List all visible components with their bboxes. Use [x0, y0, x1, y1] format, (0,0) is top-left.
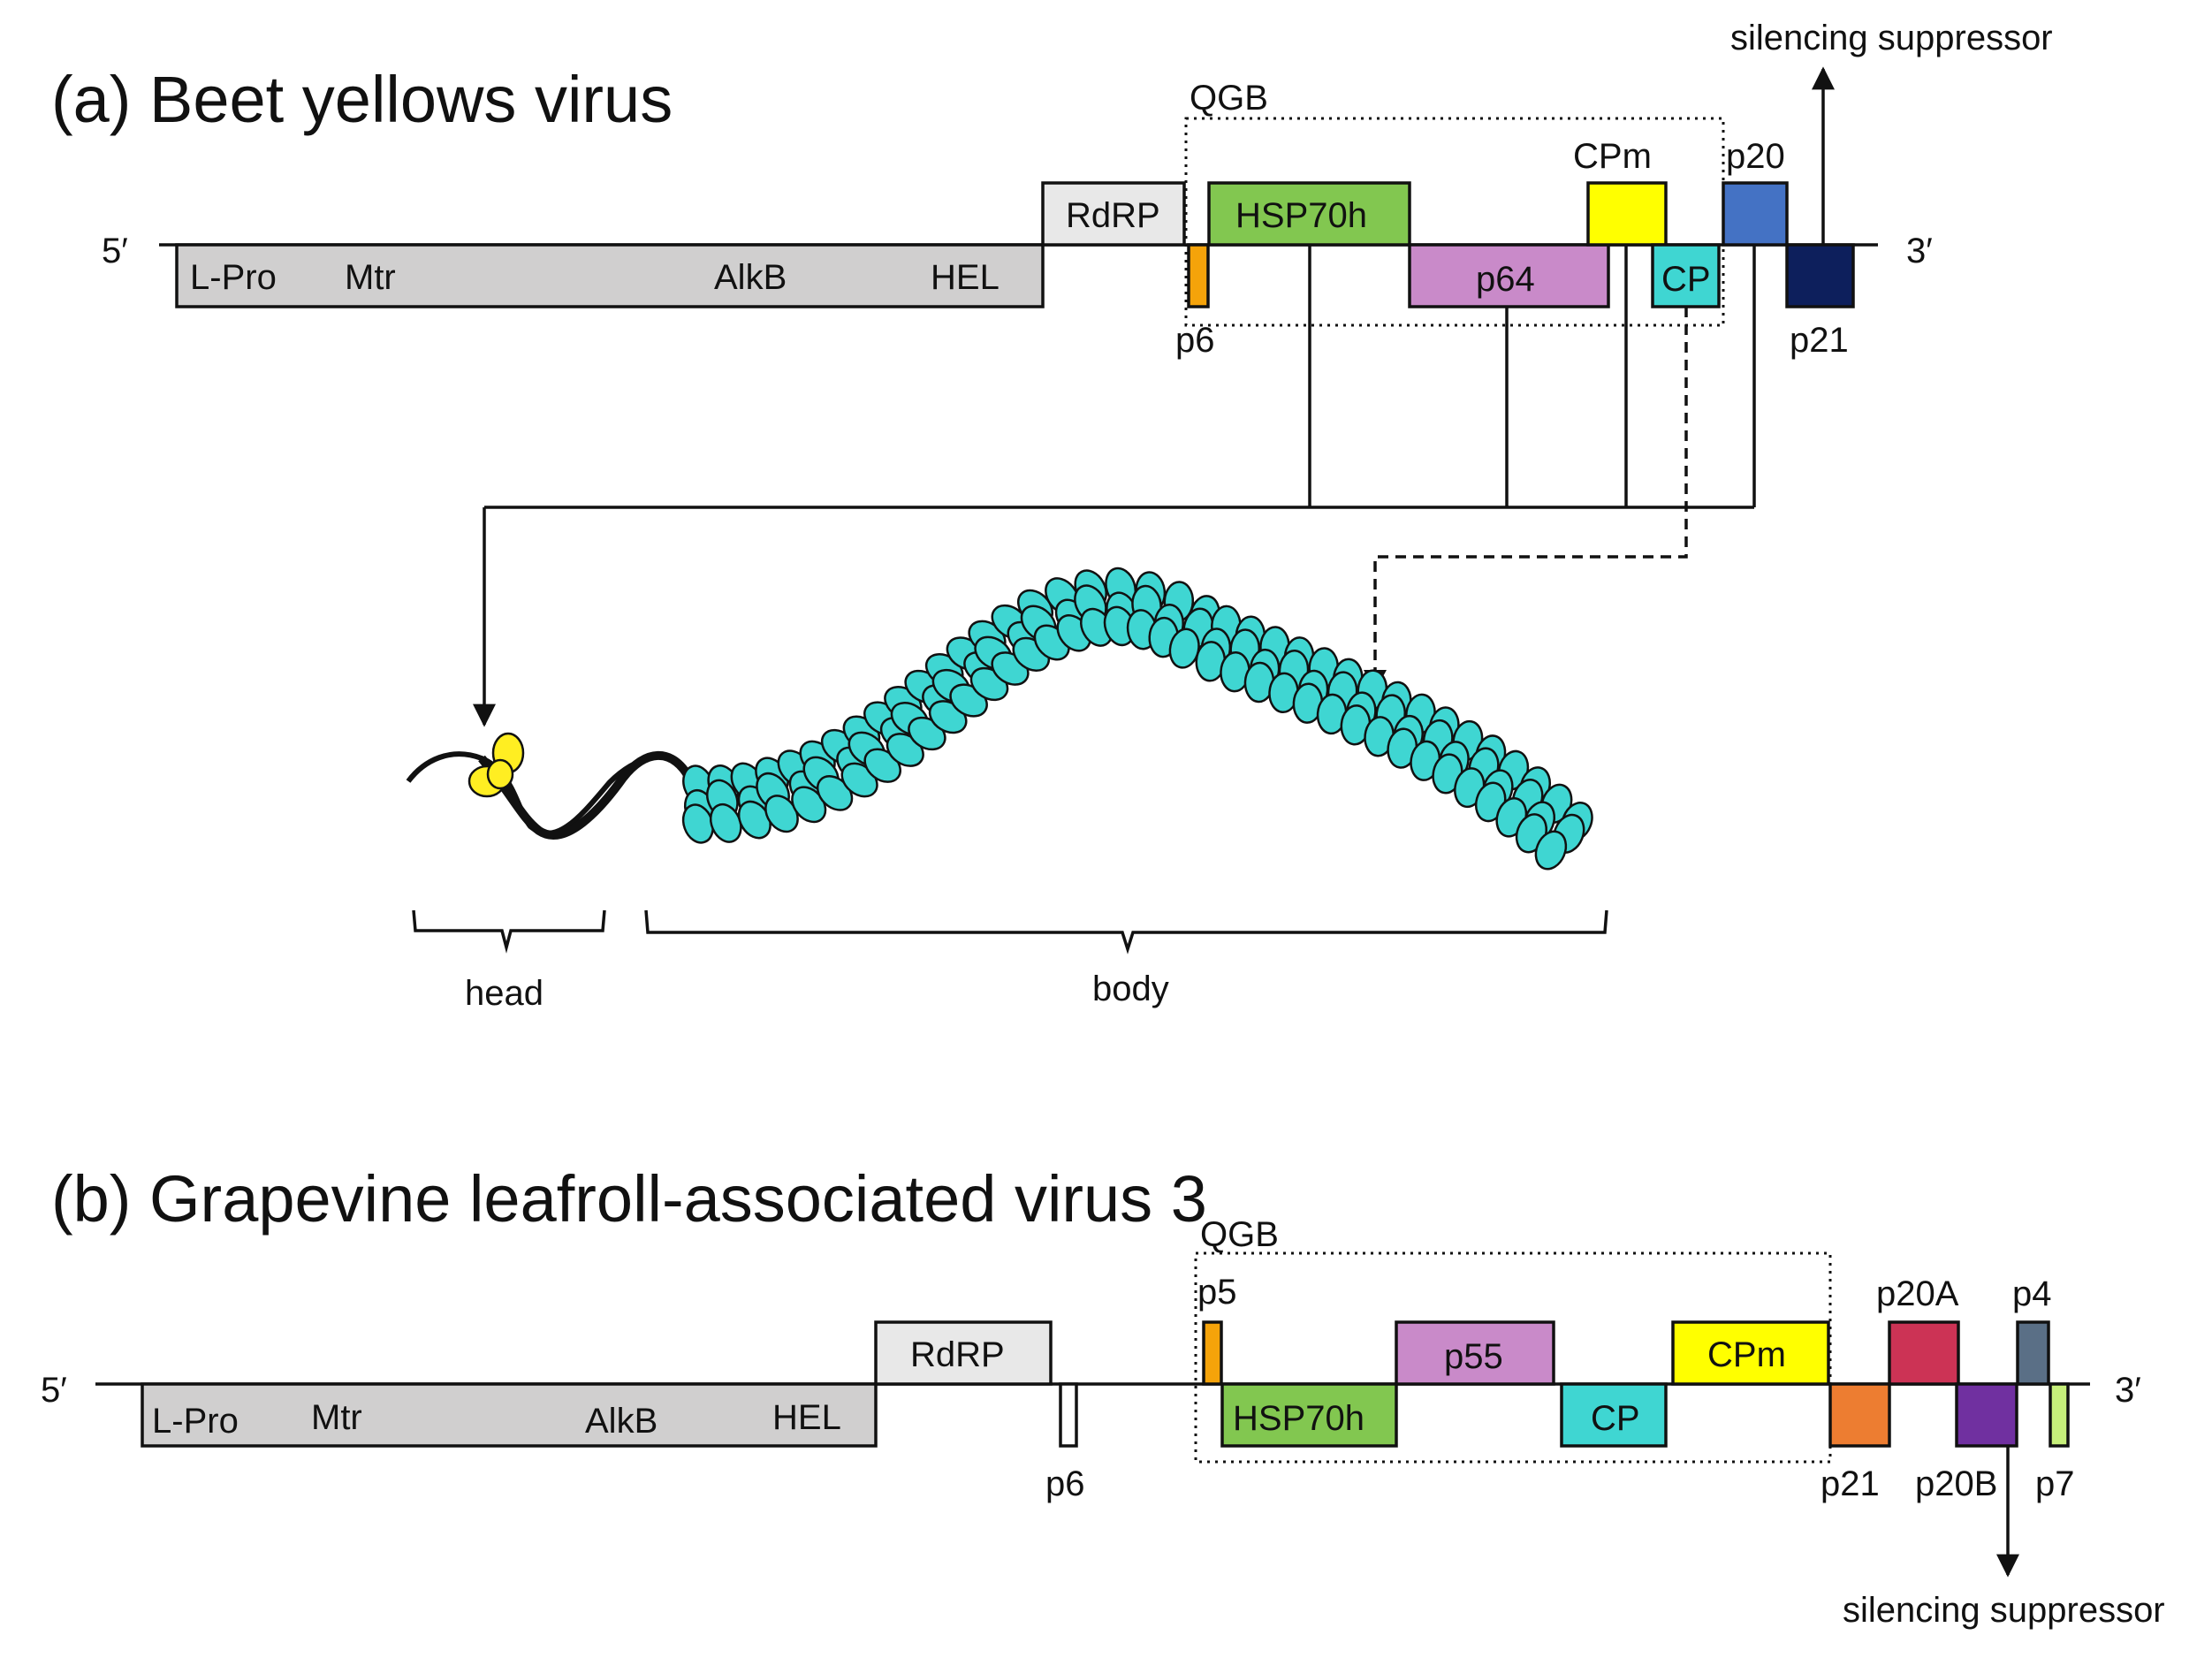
p5-label-b: p5 — [1197, 1273, 1237, 1312]
qgb-label-b: QGB — [1200, 1215, 1279, 1254]
cp-label-b: CP — [1591, 1399, 1640, 1438]
head-subunit — [486, 758, 514, 790]
p4-label-b: p4 — [2012, 1274, 2052, 1313]
p20a-box-b — [1888, 1320, 1960, 1386]
cpm-box-b — [1671, 1320, 1830, 1386]
three-prime-label-b: 3′ — [2115, 1371, 2141, 1410]
five-prime-label-a: 5′ — [102, 232, 128, 270]
polyprotein-box-a — [175, 243, 1045, 308]
hsp70h-label-b: HSP70h — [1233, 1399, 1364, 1438]
rdrp-box-a — [1041, 181, 1186, 247]
p55-box-b — [1395, 1320, 1555, 1386]
p20a-label-b: p20A — [1876, 1274, 1959, 1313]
virion-body — [681, 567, 1593, 871]
alkb-label-a: AlkB — [714, 258, 787, 297]
body-label: body — [1092, 970, 1169, 1008]
panel-a: (a) Beet yellows virus 5′ 3′ L-Pro Mtr A… — [51, 19, 2053, 1013]
mtr-label-b: Mtr — [311, 1398, 362, 1437]
rdrp-box-b — [874, 1320, 1053, 1386]
cp-label-a: CP — [1661, 260, 1711, 299]
p4-box-b — [2016, 1320, 2050, 1386]
virion-tail — [406, 751, 697, 836]
panel-b-title: (b) Grapevine leafroll-associated virus … — [51, 1162, 1207, 1236]
p5-box-b — [1202, 1320, 1223, 1386]
p6-label-b: p6 — [1045, 1464, 1085, 1503]
p7-label-b: p7 — [2035, 1464, 2075, 1503]
p6-box-a — [1187, 243, 1210, 308]
p55-label-b: p55 — [1444, 1337, 1503, 1376]
cpm-box-a — [1586, 181, 1668, 247]
cpm-label-a: CPm — [1573, 137, 1652, 176]
hsp70h-label-a: HSP70h — [1235, 196, 1367, 235]
panel-b: (b) Grapevine leafroll-associated virus … — [41, 1162, 2165, 1630]
hsp70h-box-b — [1220, 1382, 1398, 1448]
p6-label-a: p6 — [1175, 321, 1215, 360]
cp-box-b — [1560, 1382, 1668, 1448]
cpm-label-b: CPm — [1707, 1335, 1786, 1374]
polyprotein-box-b — [141, 1382, 878, 1448]
qgb-region-a — [1184, 117, 1725, 327]
p20b-label-b: p20B — [1915, 1464, 1997, 1503]
silencing-label-a: silencing suppressor — [1730, 19, 2053, 57]
qgb-label-a: QGB — [1190, 79, 1268, 118]
panel-a-title: (a) Beet yellows virus — [51, 63, 673, 136]
body-brace — [644, 909, 1608, 954]
lpro-label-b: L-Pro — [152, 1402, 239, 1441]
p7-box-b — [2049, 1382, 2070, 1448]
p64-box-a — [1408, 243, 1610, 308]
head-label: head — [465, 974, 543, 1013]
rdrp-label-a: RdRP — [1066, 196, 1160, 235]
p20-label-a: p20 — [1726, 137, 1785, 176]
p21-box-b — [1828, 1382, 1891, 1448]
hel-label-a: HEL — [931, 258, 1000, 297]
rdrp-label-b: RdRP — [910, 1335, 1005, 1374]
lpro-label-a: L-Pro — [190, 258, 277, 297]
five-prime-label-b: 5′ — [41, 1371, 67, 1410]
virion-head — [467, 732, 525, 798]
p6-box-b — [1059, 1382, 1078, 1448]
mtr-label-a: Mtr — [345, 258, 396, 297]
connector-cp-dashed — [1373, 307, 1688, 673]
alkb-label-b: AlkB — [585, 1402, 658, 1441]
p20-box-a — [1722, 181, 1789, 247]
silencing-label-b: silencing suppressor — [1843, 1591, 2165, 1630]
head-brace — [412, 909, 606, 954]
p20b-box-b — [1955, 1382, 2018, 1448]
p21-label-b: p21 — [1821, 1464, 1880, 1503]
coat-protein-subunit — [1534, 830, 1568, 871]
p21-label-a: p21 — [1790, 321, 1849, 360]
three-prime-label-a: 3′ — [1906, 232, 1933, 270]
p21-box-a — [1785, 243, 1855, 308]
virion-tail-thick — [478, 750, 694, 840]
hel-label-b: HEL — [772, 1398, 841, 1437]
p64-label-a: p64 — [1476, 260, 1535, 299]
cp-box-a — [1651, 243, 1721, 308]
